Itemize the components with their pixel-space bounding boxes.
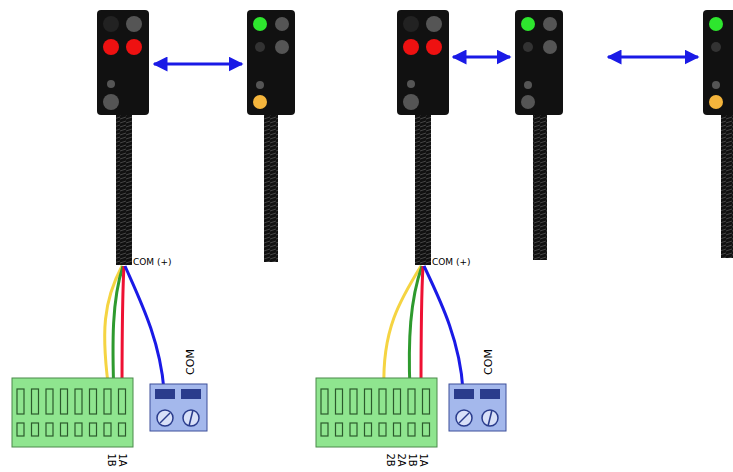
pin-label: 1B (106, 453, 116, 466)
signal-head (515, 10, 563, 115)
signal-head (703, 10, 733, 115)
signal-pole (264, 112, 278, 262)
screw-terminal (150, 384, 207, 431)
terminal-label: COM (185, 349, 196, 375)
signal-pole (415, 112, 431, 265)
common-label: COM (+) (432, 258, 471, 267)
terminal-label: COM (483, 349, 494, 375)
pin-header-connector (12, 378, 133, 447)
screw-terminal (449, 384, 506, 431)
signal-head (397, 10, 449, 115)
signal-pole (116, 112, 132, 265)
pin-label: 1B (407, 453, 417, 466)
double-arrow (453, 56, 510, 59)
signal-pole (721, 112, 733, 258)
double-arrow (608, 56, 698, 59)
pin-label: 2B (385, 453, 395, 466)
pin-header-connector (316, 378, 437, 447)
signal-wires (384, 266, 463, 390)
signal-head (97, 10, 149, 115)
signal-head (247, 10, 295, 115)
pin-label: 1A (418, 453, 428, 466)
signal-pole (533, 112, 547, 260)
common-label: COM (+) (133, 258, 172, 267)
pin-label: 1A (117, 453, 127, 466)
pin-label: 2A (396, 453, 406, 466)
double-arrow (154, 63, 242, 66)
